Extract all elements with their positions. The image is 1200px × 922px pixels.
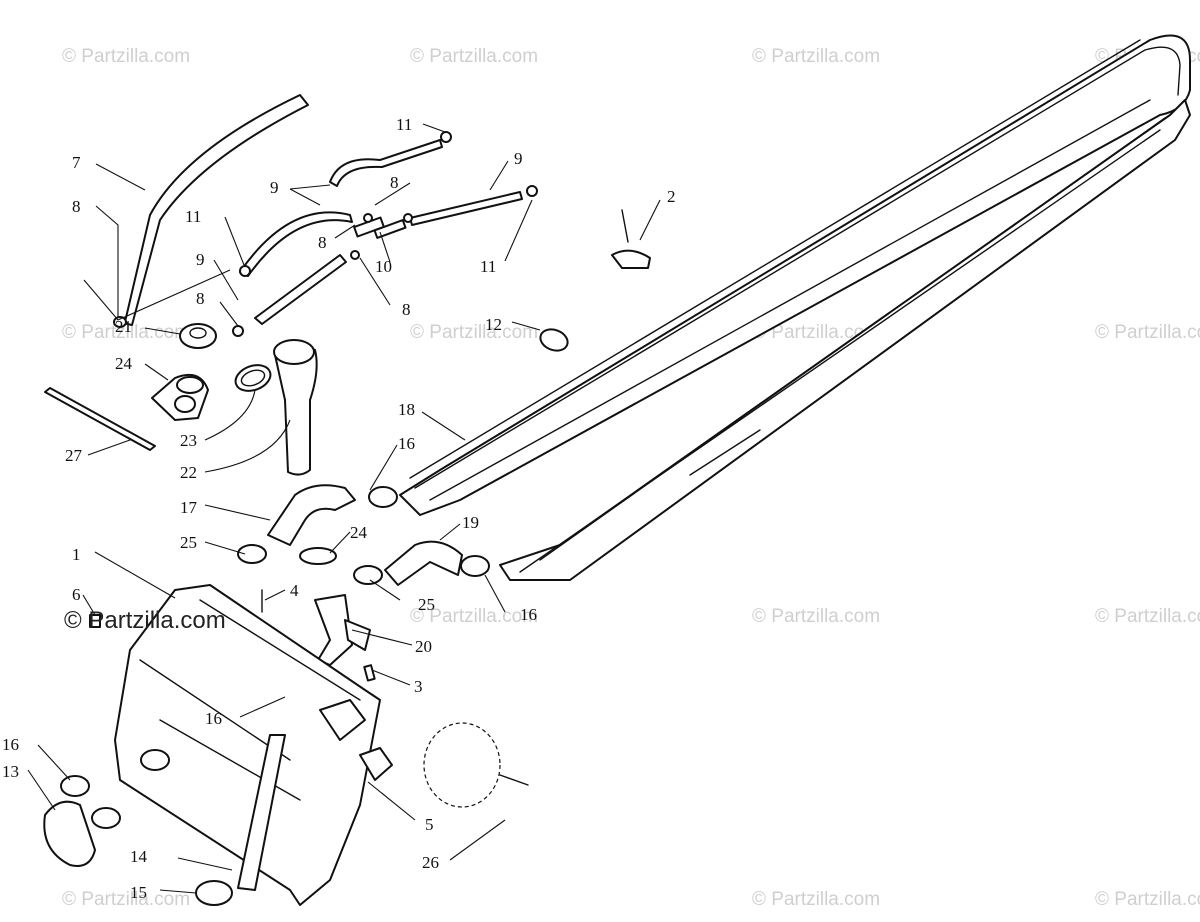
callout-24: 24 <box>350 523 368 542</box>
callout-9: 9 <box>270 178 279 197</box>
callout-16: 16 <box>398 434 415 453</box>
part-17-elbow-hose <box>267 484 356 546</box>
callout-4: 4 <box>290 581 299 600</box>
callout-17: 17 <box>180 498 198 517</box>
callout-8: 8 <box>196 289 205 308</box>
part-14-lower-hose <box>237 734 286 891</box>
callout-8: 8 <box>318 233 327 252</box>
part-12-clamp <box>539 328 569 352</box>
callout-8: 8 <box>390 173 399 192</box>
part-20-y-fitting <box>314 594 371 666</box>
callout-10: 10 <box>375 257 392 276</box>
part-11-clamps <box>239 131 538 277</box>
small-fasteners <box>89 589 376 682</box>
part-24-ring <box>299 547 337 565</box>
part-19-elbow <box>384 540 463 586</box>
watermark: © Partzilla.com <box>1095 889 1200 910</box>
part-18-upper-cooler <box>399 34 1191 516</box>
watermark: © Partzilla.com <box>752 606 880 627</box>
watermark: © Partzilla.com <box>410 46 538 67</box>
callout-22: 22 <box>180 463 197 482</box>
callout-12: 12 <box>485 315 502 334</box>
callout-11: 11 <box>480 257 496 276</box>
part-2-fitting <box>611 209 651 269</box>
watermark: © Partzilla.com <box>410 322 538 343</box>
watermark: © Partzilla.com <box>752 46 880 67</box>
watermark: © Partzilla.com <box>1095 322 1200 343</box>
part-1-tank <box>114 584 381 906</box>
part-24-filler-neck <box>151 374 209 421</box>
part-23-clamp <box>234 364 272 392</box>
watermark: © Partzilla.com <box>62 889 190 910</box>
part-25-clamps <box>237 544 383 585</box>
watermark: © Partzilla.com <box>752 322 880 343</box>
watermark: © Partzilla.com <box>410 606 538 627</box>
callout-8: 8 <box>72 197 81 216</box>
part-15-clamp <box>195 880 233 906</box>
leader-lines <box>27 123 661 894</box>
part-21-cap <box>179 323 217 349</box>
callout-23: 23 <box>180 431 197 450</box>
callout-26: 26 <box>422 853 439 872</box>
part-5-plate <box>359 747 393 781</box>
watermark-foreground: © Partzilla.com <box>64 607 226 634</box>
callout-25: 25 <box>180 533 197 552</box>
callout-19: 19 <box>462 513 479 532</box>
callout-25: 25 <box>418 595 435 614</box>
callout-20: 20 <box>415 637 432 656</box>
part-9-vent-hoses <box>239 139 523 325</box>
callout-5: 5 <box>425 815 434 834</box>
part-7-vent-hose <box>117 94 309 326</box>
part-10-tee-fitting <box>353 216 407 239</box>
part-19-lower-cooler <box>499 99 1191 581</box>
watermark: © Partzilla.com <box>1095 606 1200 627</box>
callout-1: 1 <box>72 545 81 564</box>
callout-27: 27 <box>65 446 83 465</box>
callout-2: 2 <box>667 187 676 206</box>
watermark: © Partzilla.com <box>752 889 880 910</box>
part-26-sprocket <box>423 722 529 808</box>
callout-6: 6 <box>72 585 81 604</box>
part-27-cable-tie <box>44 387 156 451</box>
callout-11: 11 <box>185 207 201 226</box>
callout-3: 3 <box>414 677 423 696</box>
callout-21: 21 <box>115 317 132 336</box>
callout-14: 14 <box>130 847 148 866</box>
part-22-hose <box>273 339 318 476</box>
callout-24: 24 <box>115 354 133 373</box>
callout-9: 9 <box>196 250 205 269</box>
watermark: © Partzilla.com <box>62 322 190 343</box>
callout-16: 16 <box>205 709 222 728</box>
callout-7: 7 <box>72 153 81 172</box>
callout-labels: 7 8 11 9 9 8 11 8 8 10 8 9 11 2 12 21 24… <box>2 115 676 902</box>
callout-16: 16 <box>2 735 19 754</box>
callout-8: 8 <box>402 300 411 319</box>
callout-16: 16 <box>520 605 537 624</box>
callout-18: 18 <box>398 400 415 419</box>
callout-9: 9 <box>514 149 523 168</box>
callout-13: 13 <box>2 762 19 781</box>
watermark: © Partzilla.com <box>62 46 190 67</box>
callout-11: 11 <box>396 115 412 134</box>
callout-15: 15 <box>130 883 147 902</box>
part-13-boot <box>43 800 121 867</box>
